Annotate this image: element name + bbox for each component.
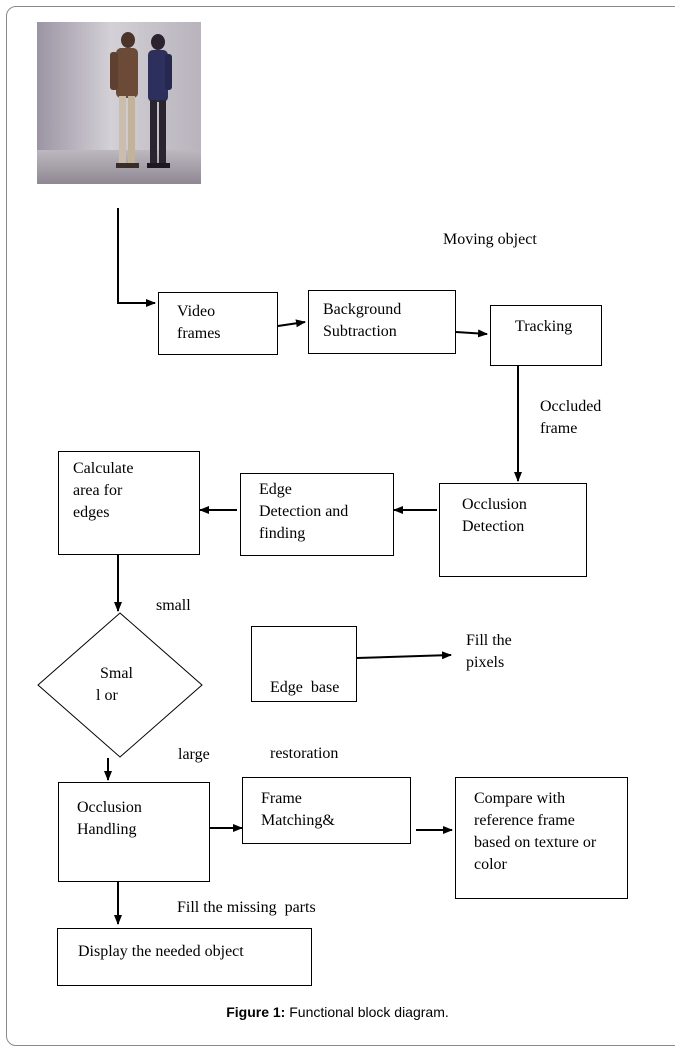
fill-pixels-line-2: pixels: [466, 654, 505, 671]
background-subtraction-line-2: Subtraction: [323, 323, 397, 340]
edge-detection-box: Edge Detection and finding: [240, 473, 394, 556]
arrow-background-to-tracking: [455, 329, 488, 338]
calculate-area-line-2: area for: [73, 482, 123, 499]
compare-reference-line-3: based on texture or: [474, 834, 597, 851]
compare-reference-line-1: Compare with: [474, 790, 566, 807]
tracking-line-1: Tracking: [515, 318, 573, 335]
fill-missing-label: Fill the missing parts: [177, 899, 316, 916]
occlusion-handling-line-1: Occlusion: [77, 799, 142, 816]
occlusion-handling-line-2: Handling: [77, 821, 137, 838]
fill-pixels-label: Fill the pixels: [466, 630, 512, 674]
background-subtraction-line-1: Background: [323, 301, 402, 318]
compare-reference-box: Compare with reference frame based on te…: [455, 777, 628, 899]
edge-base-restoration-line-1: Edge base: [270, 679, 340, 696]
edge-base-restoration-line-2: restoration: [270, 745, 339, 762]
arrow-video-to-background: [277, 319, 306, 328]
occlusion-handling-box: Occlusion Handling: [58, 782, 210, 882]
decision-line-2: l or: [96, 687, 118, 704]
occluded-frame-line-1: Occluded: [540, 398, 602, 415]
compare-reference-line-4: color: [474, 856, 507, 873]
video-frames-line-1: Video: [177, 303, 216, 320]
video-photo: [37, 22, 201, 184]
edge-detection-line-2: Detection and: [259, 503, 349, 520]
calculate-area-line-3: edges: [73, 504, 110, 521]
frame-matching-line-2: Matching&: [261, 812, 335, 829]
display-object-line-1: Display the needed object: [78, 943, 244, 960]
arrow-restoration-to-fill-pixels: [356, 651, 452, 660]
background-subtraction-box: Background Subtraction: [308, 290, 456, 354]
decision-line-1: Smal: [100, 665, 133, 682]
moving-object-label: Moving object: [443, 231, 537, 248]
occlusion-detection-line-2: Detection: [462, 518, 525, 535]
frame-matching-line-1: Frame: [261, 790, 302, 807]
fill-pixels-line-1: Fill the: [466, 632, 512, 649]
display-object-box: Display the needed object: [57, 928, 312, 986]
compare-reference-line-2: reference frame: [474, 812, 575, 829]
large-label: large: [178, 746, 210, 763]
tracking-box: Tracking: [490, 305, 602, 366]
frame-matching-box: Frame Matching&: [242, 777, 411, 844]
edge-detection-line-3: finding: [259, 525, 306, 542]
occluded-frame-line-2: frame: [540, 420, 578, 437]
small-label: small: [156, 597, 191, 614]
occlusion-detection-box: Occlusion Detection: [439, 483, 587, 577]
video-frames-line-2: frames: [177, 325, 221, 342]
occluded-frame-label: Occluded frame: [540, 396, 601, 440]
edge-detection-line-1: Edge: [259, 481, 292, 498]
two-people-photo-icon: [37, 22, 201, 184]
decision-text: Smal l or: [96, 663, 133, 707]
occlusion-detection-line-1: Occlusion: [462, 496, 527, 513]
edge-base-restoration-box: Edge base restoration: [251, 626, 357, 762]
caption-label: Figure 1:: [226, 1004, 286, 1020]
calculate-area-line-1: Calculate: [73, 460, 134, 477]
arrow-photo-to-video-frames: [117, 208, 156, 307]
decision-diamond: [37, 612, 203, 758]
caption-text: Functional block diagram.: [285, 1004, 449, 1020]
figure-caption: Figure 1: Functional block diagram.: [0, 1004, 675, 1020]
video-frames-box: Video frames: [158, 292, 278, 355]
calculate-area-box: Calculate area for edges: [58, 451, 200, 555]
